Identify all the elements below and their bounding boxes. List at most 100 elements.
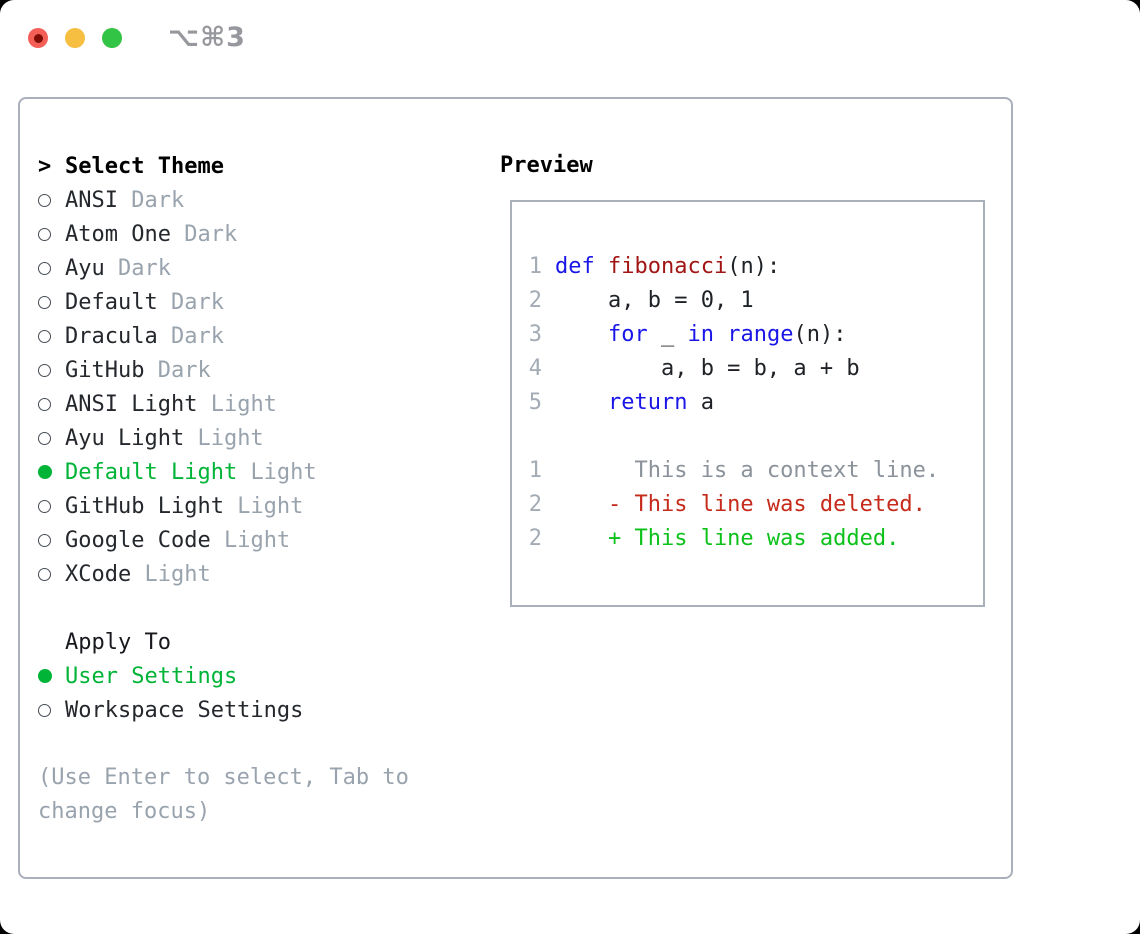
preview-line: 3 for _ in range(n): (528, 318, 973, 352)
code-segment-fn: fibonacci (608, 254, 728, 279)
radio-marker (38, 193, 65, 207)
preview-line: 5 return a (528, 386, 973, 420)
preview-line: 2 - This line was deleted. (528, 488, 973, 522)
code-segment-pl (595, 254, 608, 279)
line-content: def fibonacci(n): (555, 250, 780, 284)
radio-icon (38, 295, 51, 309)
apply-option-label: User Settings (65, 663, 238, 689)
zoom-button[interactable] (102, 28, 122, 48)
theme-item-variant: Light (250, 459, 317, 485)
line-number: 1 (528, 458, 542, 483)
line-content: a, b = 0, 1 (555, 284, 754, 318)
preview-line (528, 420, 973, 454)
select-theme-title: Select Theme (65, 153, 224, 179)
apply-option-user-settings[interactable]: User Settings (38, 659, 468, 693)
theme-item-name: Default (65, 289, 171, 315)
theme-item-ayu-dark[interactable]: Ayu Dark (38, 251, 468, 285)
theme-item-name: ANSI Light (65, 391, 211, 417)
hint-text: (Use Enter to select, Tab to change focu… (38, 765, 409, 824)
code-segment-add: + This line was added. (555, 526, 900, 551)
theme-item-atom-one-dark[interactable]: Atom One Dark (38, 217, 468, 251)
radio-marker (38, 533, 65, 547)
radio-icon (38, 499, 51, 513)
theme-item-variant: Dark (117, 255, 171, 281)
theme-item-name: Google Code (65, 527, 224, 553)
code-segment-ctx: This is a context line. (555, 458, 940, 483)
radio-icon (38, 363, 51, 377)
close-button[interactable] (28, 28, 48, 48)
radio-marker (38, 261, 65, 275)
line-content: return a (555, 386, 714, 420)
apply-option-workspace-settings[interactable]: Workspace Settings (38, 693, 468, 727)
code-segment-pl: a, b = 0, 1 (555, 288, 754, 313)
theme-item-name: Ayu Light (65, 425, 198, 451)
theme-item-dracula-dark[interactable]: Dracula Dark (38, 319, 468, 353)
line-number (528, 420, 542, 454)
code-segment-kw: def (555, 254, 595, 279)
theme-item-github-dark[interactable]: GitHub Dark (38, 353, 468, 387)
theme-item-variant: Light (223, 527, 291, 553)
theme-item-google-code-light[interactable]: Google Code Light (38, 523, 468, 557)
theme-item-name: Atom One (65, 221, 185, 247)
line-number: 2 (528, 288, 542, 313)
radio-marker (38, 465, 65, 479)
line-number: 2 (528, 526, 542, 551)
code-segment-pl (555, 390, 608, 415)
theme-item-variant: Light (237, 493, 304, 519)
radio-selected-icon (38, 669, 52, 683)
code-segment-kw: return (607, 390, 688, 415)
radio-icon (38, 533, 51, 547)
theme-item-ansi-light-light[interactable]: ANSI Light Light (38, 387, 468, 421)
minimize-button[interactable] (65, 28, 85, 48)
theme-item-github-light-light[interactable]: GitHub Light Light (38, 489, 468, 523)
line-content: This is a context line. (555, 454, 939, 488)
theme-item-variant: Light (197, 425, 264, 451)
line-number: 5 (528, 390, 542, 415)
code-segment-del: - This line was deleted. (555, 492, 926, 517)
radio-marker (38, 703, 65, 717)
line-number: 2 (528, 492, 542, 517)
radio-icon (38, 397, 51, 411)
radio-marker (38, 295, 65, 309)
preview-line: 4 a, b = b, a + b (528, 352, 973, 386)
line-content: - This line was deleted. (555, 488, 926, 522)
prompt-caret-icon: > (38, 153, 52, 179)
radio-marker (38, 329, 65, 343)
preview-line: 2 a, b = 0, 1 (528, 284, 973, 318)
theme-item-name: XCode (65, 561, 145, 587)
theme-item-variant: Dark (157, 357, 211, 383)
preview-line: 1 def fibonacci(n): (528, 250, 973, 284)
apply-to-header-row: Apply To (38, 625, 468, 659)
theme-item-name: GitHub (65, 357, 158, 383)
radio-marker (38, 431, 65, 445)
radio-marker (38, 227, 65, 241)
theme-item-name: ANSI (65, 187, 132, 213)
radio-icon (38, 329, 51, 343)
apply-option-label: Workspace Settings (65, 697, 304, 723)
theme-item-variant: Dark (184, 221, 238, 247)
theme-item-ansi-dark[interactable]: ANSI Dark (38, 183, 468, 217)
theme-item-name: Default Light (65, 459, 251, 485)
radio-marker (38, 397, 65, 411)
code-segment-pl: a, b = b, a + b (555, 356, 860, 381)
theme-item-default-light-light[interactable]: Default Light Light (38, 455, 468, 489)
theme-item-xcode-light[interactable]: XCode Light (38, 557, 468, 591)
theme-item-variant: Light (210, 391, 277, 417)
theme-item-default-dark[interactable]: Default Dark (38, 285, 468, 319)
radio-marker (38, 669, 65, 683)
radio-marker (38, 567, 65, 581)
line-content: for _ in range(n): (555, 318, 846, 352)
code-segment-kw: in (687, 322, 714, 347)
preview-title: Preview (500, 153, 593, 178)
theme-item-variant: Light (144, 561, 211, 587)
line-number: 3 (528, 322, 542, 347)
radio-icon (38, 703, 51, 717)
code-segment-pl: (n): (793, 322, 847, 347)
line-content: a, b = b, a + b (555, 352, 860, 386)
theme-item-name: Dracula (65, 323, 171, 349)
theme-item-variant: Dark (131, 187, 185, 213)
line-number: 1 (528, 254, 542, 279)
theme-item-ayu-light-light[interactable]: Ayu Light Light (38, 421, 468, 455)
